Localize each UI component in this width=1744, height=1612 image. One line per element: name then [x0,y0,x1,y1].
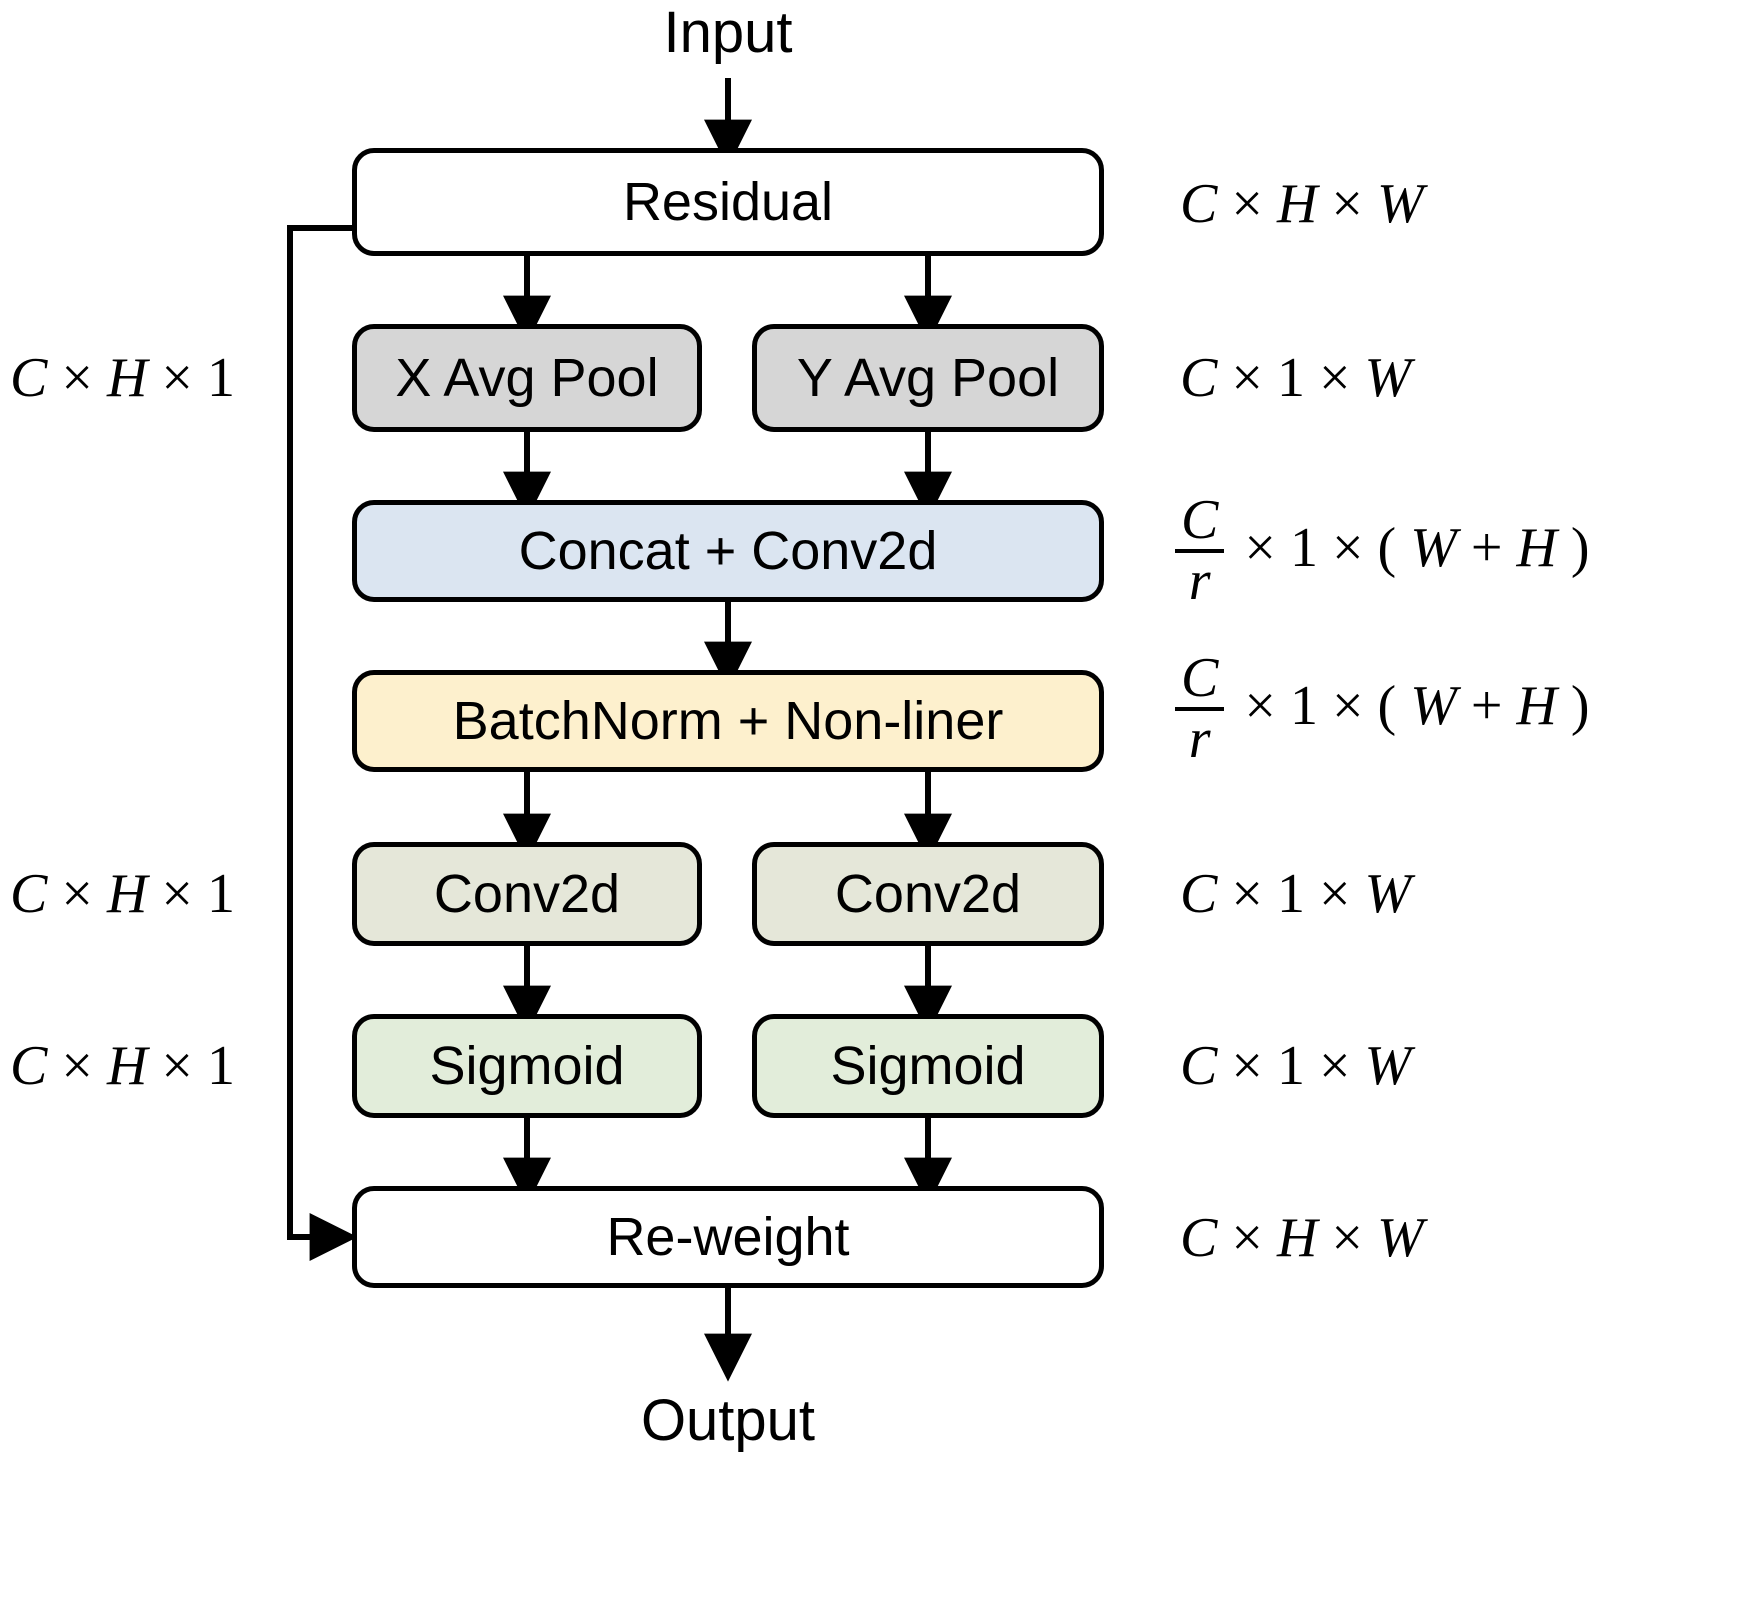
dim-left-sigmoid-last: 1 [207,1035,235,1097]
dim-right-batchnorm-fraction-bar [1175,707,1225,712]
dim-right-batchnorm-plus: + [1470,674,1503,737]
dim-left-sigmoid-mid: H [106,1035,148,1097]
dim-right-pool-c: C [1180,347,1218,409]
dim-right-batchnorm-fraction: C r [1175,647,1225,771]
dim-right-batchnorm: C r × 1 × ( W + H ) [1175,647,1590,771]
dim-left-conv-op2: × [161,863,193,925]
skip-connection-residual-to-reweight [287,225,358,1261]
node-conv2d-left[interactable]: Conv2d [352,842,702,946]
dim-right-batchnorm-numerator: C [1181,647,1219,709]
dim-left-conv-op1: × [61,863,93,925]
dim-right-conv-mid: 1 [1276,863,1305,925]
node-sigmoid-left-label: Sigmoid [429,1036,625,1096]
node-batchnorm-nonliner-label: BatchNorm + Non-liner [452,691,1004,751]
node-conv2d-left-label: Conv2d [433,864,621,924]
dim-left-conv-mid: H [106,863,148,925]
node-sigmoid-right-label: Sigmoid [830,1036,1026,1096]
dim-right-concat-fraction-bar [1175,549,1225,554]
dim-right-residual-op2: × [1331,173,1363,235]
dim-right-reweight-c: C [1180,1207,1218,1269]
dim-right-conv-op1: × [1231,863,1263,925]
dim-left-sigmoid: C × H × 1 [10,1038,235,1094]
node-x-avg-pool-label: X Avg Pool [395,348,659,408]
dim-left-pool: C × H × 1 [10,350,235,406]
dim-right-concat-numerator: C [1181,489,1219,551]
dim-right-residual-op1: × [1231,173,1263,235]
dim-right-residual-c: C [1180,173,1218,235]
dim-right-conv-last: W [1364,863,1412,925]
dim-right-batchnorm-op2: × [1331,674,1364,737]
dim-right-concat-op2: × [1331,516,1364,579]
input-label: Input [663,0,793,65]
node-conv2d-right-label: Conv2d [834,864,1022,924]
dim-right-batchnorm-open-paren: ( [1377,674,1397,737]
dim-right-sigmoid-c: C [1180,1035,1218,1097]
dim-right-pool-op1: × [1231,347,1263,409]
node-sigmoid-right[interactable]: Sigmoid [752,1014,1104,1118]
dim-right-concat-open-paren: ( [1377,516,1397,579]
node-re-weight-label: Re-weight [606,1207,850,1267]
dim-right-sigmoid-last: W [1364,1035,1412,1097]
dim-right-sigmoid-op2: × [1318,1035,1351,1097]
dim-right-batchnorm-b: H [1516,674,1557,737]
dim-right-residual: C × H × W [1180,176,1424,232]
node-batchnorm-nonliner[interactable]: BatchNorm + Non-liner [352,670,1104,772]
node-y-avg-pool[interactable]: Y Avg Pool [752,324,1104,432]
dim-left-pool-op1: × [61,347,93,409]
dim-right-pool-last: W [1364,347,1412,409]
dim-left-conv-last: 1 [207,863,235,925]
dim-right-reweight-mid: H [1276,1207,1318,1269]
dim-right-sigmoid: C × 1 × W [1180,1038,1411,1094]
node-concat-conv2d[interactable]: Concat + Conv2d [352,500,1104,602]
dim-right-batchnorm-mid: 1 [1289,674,1318,737]
dim-right-batchnorm-close-paren: ) [1570,674,1590,737]
dim-right-concat-denominator: r [1188,550,1211,613]
dim-right-concat-fraction: C r [1175,489,1225,613]
dim-right-concat-mid: 1 [1289,516,1318,579]
dim-left-conv: C × H × 1 [10,866,235,922]
dim-left-sigmoid-op2: × [161,1035,193,1097]
output-label: Output [640,1388,816,1453]
dim-right-reweight-op2: × [1331,1207,1363,1269]
node-residual-label: Residual [622,172,834,232]
dim-right-batchnorm-denominator: r [1188,708,1211,771]
node-re-weight[interactable]: Re-weight [352,1186,1104,1288]
dim-right-concat-b: H [1516,516,1557,579]
dim-right-residual-last: W [1377,173,1424,235]
node-y-avg-pool-label: Y Avg Pool [796,348,1060,408]
dim-right-conv: C × 1 × W [1180,866,1411,922]
node-conv2d-right[interactable]: Conv2d [752,842,1104,946]
dim-right-concat-plus: + [1470,516,1503,579]
dim-right-pool: C × 1 × W [1180,350,1411,406]
dim-right-pool-mid: 1 [1276,347,1305,409]
dim-right-concat-close-paren: ) [1570,516,1590,579]
dim-right-conv-op2: × [1318,863,1351,925]
dim-left-pool-op2: × [161,347,193,409]
dim-left-pool-last: 1 [207,347,235,409]
dim-left-pool-mid: H [106,347,148,409]
dim-right-reweight: C × H × W [1180,1210,1424,1266]
node-residual[interactable]: Residual [352,148,1104,256]
dim-right-concat-op1: × [1244,516,1276,579]
node-sigmoid-left[interactable]: Sigmoid [352,1014,702,1118]
dim-right-sigmoid-op1: × [1231,1035,1263,1097]
dim-right-sigmoid-mid: 1 [1276,1035,1305,1097]
dim-left-pool-c: C [10,347,48,409]
dim-right-pool-op2: × [1318,347,1351,409]
dim-right-batchnorm-a: W [1410,674,1457,737]
dim-right-residual-mid: H [1276,173,1318,235]
dim-left-conv-c: C [10,863,48,925]
dim-right-reweight-op1: × [1231,1207,1263,1269]
dim-right-reweight-last: W [1377,1207,1424,1269]
dim-left-sigmoid-c: C [10,1035,48,1097]
dim-right-conv-c: C [1180,863,1218,925]
dim-right-batchnorm-op1: × [1244,674,1276,737]
node-concat-conv2d-label: Concat + Conv2d [518,521,938,581]
dim-left-sigmoid-op1: × [61,1035,93,1097]
dim-right-concat-a: W [1410,516,1457,579]
dim-right-concat: C r × 1 × ( W + H ) [1175,489,1590,613]
node-x-avg-pool[interactable]: X Avg Pool [352,324,702,432]
